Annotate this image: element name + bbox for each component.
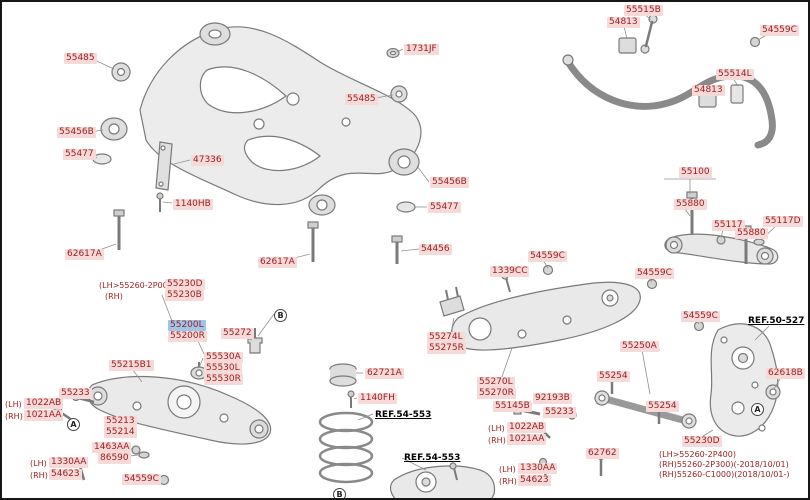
part-label-55485[interactable]: 55485 — [64, 53, 97, 64]
part-label-1731jf[interactable]: 1731JF — [404, 44, 439, 55]
part-label-55200r[interactable]: 55200R — [168, 331, 207, 342]
part-label-1021aa[interactable]: 1021AA — [24, 410, 64, 421]
part-label-54623[interactable]: 54623 — [49, 469, 82, 480]
part-label-55530a[interactable]: 55530A — [204, 352, 243, 363]
callout-marker-b: B — [274, 309, 287, 322]
part-label-86590[interactable]: 86590 — [98, 453, 131, 464]
part-label-1140fh[interactable]: 1140FH — [358, 393, 397, 404]
ref-link-ref54553[interactable]: REF.54-553 — [404, 453, 461, 463]
part-label-55230d[interactable]: 55230D — [682, 436, 722, 447]
subframe-illustration — [92, 22, 422, 264]
ref-link-ref50527[interactable]: REF.50-527 — [748, 316, 805, 326]
part-label-55880[interactable]: 55880 — [735, 228, 768, 239]
part-label-55530r[interactable]: 55530R — [204, 374, 243, 385]
part-label-lh552602p400: (LH>55260-2P400) — [659, 450, 736, 459]
part-label-55274l[interactable]: 55274L — [427, 332, 465, 343]
part-label-55233[interactable]: 55233 — [59, 388, 92, 399]
part-label-54559c[interactable]: 54559C — [681, 311, 720, 322]
part-label-55477[interactable]: 55477 — [63, 149, 96, 160]
ref-link-ref54553[interactable]: REF.54-553 — [375, 410, 432, 420]
part-label-rh: (RH) — [30, 471, 48, 480]
part-label-lh552602p000: (LH>55260-2P000) — [99, 281, 176, 290]
bottom-arm-illustration — [389, 462, 496, 498]
upper-arm-illustration — [646, 191, 779, 332]
part-label-rh552602p30020181001: (RH)55260-2P300)(-2018/10/01) — [659, 460, 789, 469]
part-label-55230b[interactable]: 55230B — [165, 290, 204, 301]
part-label-55272[interactable]: 55272 — [221, 328, 254, 339]
part-label-rh: (RH) — [105, 292, 123, 301]
part-label-55477[interactable]: 55477 — [428, 202, 461, 213]
part-label-55515b[interactable]: 55515B — [624, 5, 663, 16]
part-label-55456b[interactable]: 55456B — [57, 127, 96, 138]
part-label-62617a[interactable]: 62617A — [65, 249, 104, 260]
part-label-1339cc[interactable]: 1339CC — [490, 266, 530, 277]
part-label-54559c[interactable]: 54559C — [122, 474, 161, 485]
coil-spring-illustration — [318, 363, 374, 484]
part-label-55514l[interactable]: 55514L — [716, 69, 754, 80]
part-label-55270l[interactable]: 55270L — [477, 377, 515, 388]
part-label-1330aa[interactable]: 1330AA — [49, 457, 89, 468]
part-label-54456[interactable]: 54456 — [419, 244, 452, 255]
part-label-47336[interactable]: 47336 — [191, 155, 224, 166]
part-label-lh: (LH) — [30, 459, 47, 468]
part-label-55200l[interactable]: 55200L — [168, 320, 206, 331]
knuckle-illustration — [709, 323, 781, 437]
part-label-54559c[interactable]: 54559C — [760, 25, 799, 36]
part-label-55100[interactable]: 55100 — [679, 167, 712, 178]
part-label-54813[interactable]: 54813 — [607, 17, 640, 28]
part-label-62618b[interactable]: 62618B — [766, 368, 805, 379]
part-label-55880[interactable]: 55880 — [674, 199, 707, 210]
part-label-rh: (RH) — [488, 436, 506, 445]
part-label-1463aa[interactable]: 1463AA — [92, 442, 132, 453]
part-label-lh: (LH) — [5, 400, 22, 409]
part-label-rh55260c100020181001: (RH)55260-C1000)(2018/10/01-) — [659, 470, 790, 479]
part-label-54813[interactable]: 54813 — [692, 85, 725, 96]
part-label-92193b[interactable]: 92193B — [533, 393, 572, 404]
part-label-55254[interactable]: 55254 — [597, 371, 630, 382]
part-label-lh: (LH) — [499, 465, 516, 474]
part-label-55254[interactable]: 55254 — [646, 401, 679, 412]
part-label-55456b[interactable]: 55456B — [430, 177, 469, 188]
part-label-55230d[interactable]: 55230D — [165, 279, 205, 290]
part-label-55215b1[interactable]: 55215B1 — [109, 360, 154, 371]
part-label-62762[interactable]: 62762 — [586, 448, 619, 459]
part-label-1021aa[interactable]: 1021AA — [507, 434, 547, 445]
callout-marker-a: A — [67, 418, 80, 431]
part-label-55145b[interactable]: 55145B — [493, 401, 532, 412]
part-label-1330aa[interactable]: 1330AA — [518, 463, 558, 474]
part-label-55485[interactable]: 55485 — [345, 94, 378, 105]
part-label-62617a[interactable]: 62617A — [258, 257, 297, 268]
part-label-55530l[interactable]: 55530L — [204, 363, 242, 374]
callout-marker-a: A — [751, 403, 764, 416]
stabilizer-bar-illustration — [562, 14, 776, 149]
part-label-rh: (RH) — [499, 477, 517, 486]
part-label-1022ab[interactable]: 1022AB — [507, 422, 547, 433]
part-label-55214[interactable]: 55214 — [104, 427, 137, 438]
part-label-55213[interactable]: 55213 — [104, 416, 137, 427]
part-label-55250a[interactable]: 55250A — [620, 341, 659, 352]
part-label-54623[interactable]: 54623 — [518, 475, 551, 486]
part-label-62721a[interactable]: 62721A — [365, 368, 404, 379]
part-label-55117[interactable]: 55117 — [712, 220, 745, 231]
callout-marker-b: B — [333, 488, 346, 498]
part-label-1140hb[interactable]: 1140HB — [173, 199, 213, 210]
part-label-55270r[interactable]: 55270R — [477, 388, 516, 399]
lower-arm-illustration — [53, 328, 272, 486]
part-label-1022ab[interactable]: 1022AB — [24, 398, 64, 409]
part-label-55233[interactable]: 55233 — [543, 407, 576, 418]
part-label-lh: (LH) — [488, 424, 505, 433]
part-label-54559c[interactable]: 54559C — [528, 251, 567, 262]
part-label-55117d[interactable]: 55117D — [763, 216, 803, 227]
part-label-rh: (RH) — [5, 412, 23, 421]
part-label-54559c[interactable]: 54559C — [635, 268, 674, 279]
part-label-55275r[interactable]: 55275R — [427, 343, 466, 354]
